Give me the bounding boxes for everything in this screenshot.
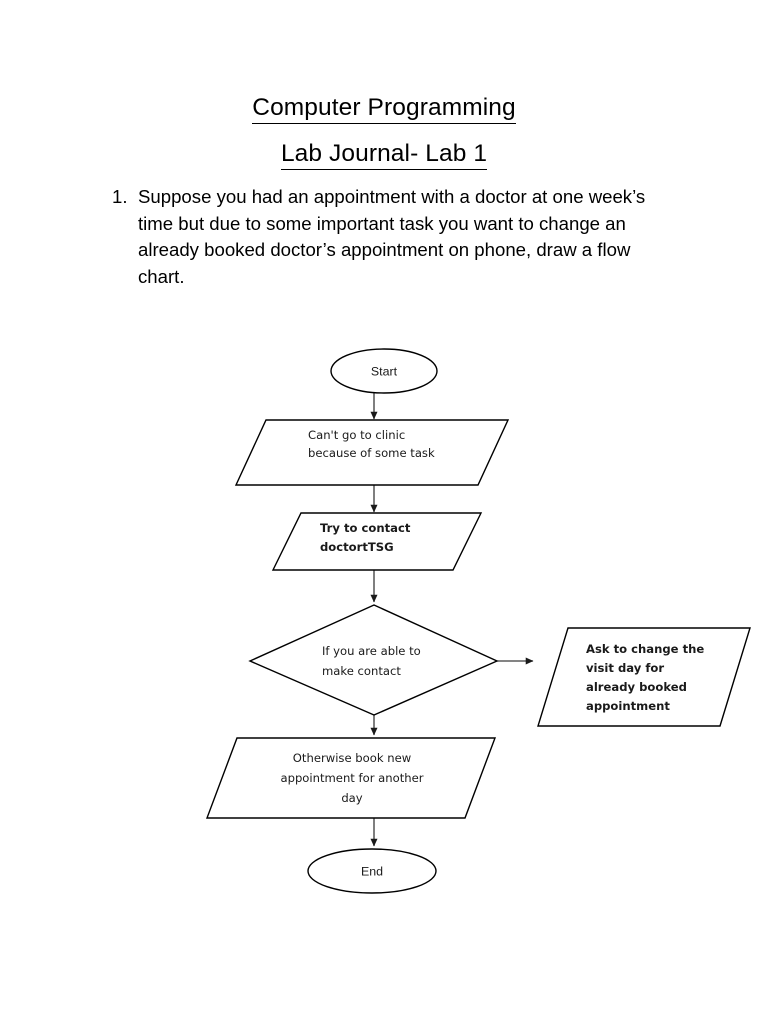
node-try-to-contact: Try to contact doctortTSG [271, 512, 483, 571]
end-oval-shape [307, 848, 437, 894]
ask-change-line-2: visit day for [586, 661, 664, 675]
flowchart-diagram: Start Can't go to clinic because of some… [0, 330, 768, 930]
page-title-primary-text: Computer Programming [252, 94, 516, 124]
try-contact-parallelogram-shape [271, 512, 483, 571]
book-new-parallelogram-shape [205, 737, 497, 819]
ask-change-line-1: Ask to change the [586, 642, 704, 656]
question-text: Suppose you had an appointment with a do… [138, 186, 646, 287]
cant-go-parallelogram-shape [234, 419, 510, 486]
cant-go-line-1: Can't go to clinic [308, 428, 405, 442]
page-title-secondary: Lab Journal- Lab 1 [0, 140, 768, 170]
start-oval-shape [330, 348, 438, 394]
decision-diamond-shape [248, 604, 499, 716]
page-title-primary: Computer Programming [0, 94, 768, 124]
node-start: Start [330, 348, 438, 394]
book-new-line-1: Otherwise book new [293, 751, 411, 765]
node-book-new-appointment: Otherwise book new appointment for anoth… [205, 737, 497, 819]
node-ask-to-change-visit: Ask to change the visit day for already … [537, 627, 751, 727]
book-new-line-2: appointment for another [280, 771, 423, 785]
node-cant-go-to-clinic: Can't go to clinic because of some task [234, 419, 510, 486]
try-contact-line-2: doctortTSG [320, 540, 394, 554]
start-label: Start [371, 365, 398, 379]
try-contact-line-1: Try to contact [320, 521, 411, 535]
node-end: End [307, 848, 437, 894]
ask-change-line-4: appointment [586, 699, 670, 713]
ask-change-line-3: already booked [586, 680, 687, 694]
question-item: 1. Suppose you had an appointment with a… [112, 184, 682, 290]
end-label: End [361, 865, 383, 879]
decision-line-2: make contact [322, 664, 401, 678]
book-new-line-3: day [341, 791, 362, 805]
decision-line-1: If you are able to [322, 644, 421, 658]
ask-change-parallelogram-shape [537, 627, 751, 727]
page-title-secondary-text: Lab Journal- Lab 1 [280, 140, 488, 170]
cant-go-line-2: because of some task [308, 446, 435, 460]
node-decision-able-to-contact: If you are able to make contact [248, 604, 499, 716]
question-number: 1. [112, 186, 128, 207]
